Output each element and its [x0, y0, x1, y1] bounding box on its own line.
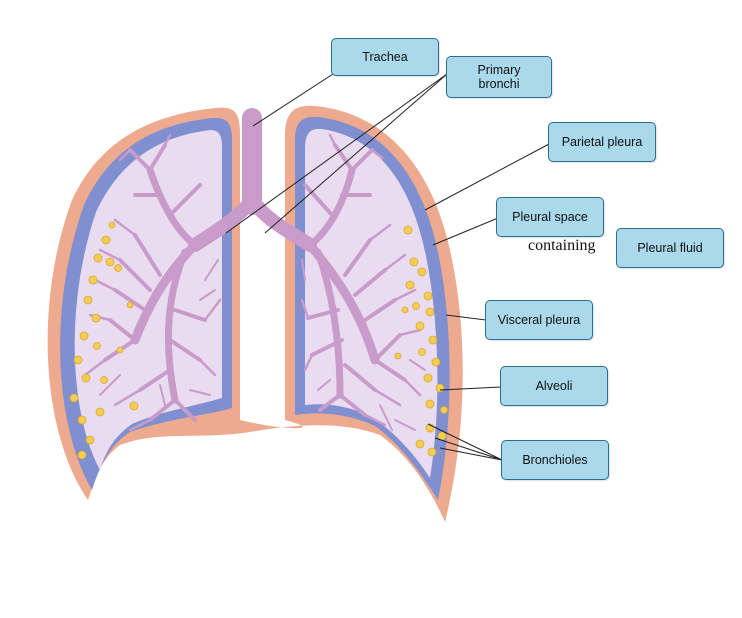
bronchioles-leader-1 — [427, 423, 503, 461]
label-pleural-space: Pleural space — [496, 197, 604, 237]
label-alveoli: Alveoli — [500, 366, 608, 406]
label-primary-bronchi: Primary bronchi — [446, 56, 552, 98]
label-trachea: Trachea — [331, 38, 439, 76]
bronchioles-leader-3 — [439, 447, 503, 461]
label-pleural-fluid: Pleural fluid — [616, 228, 724, 268]
visceral-pleura-leader — [445, 314, 487, 321]
bronchioles-leader-2 — [434, 437, 503, 461]
left-lung-tissue — [74, 130, 223, 470]
parietal-pleura-leader — [424, 143, 550, 211]
alveoli-clusters — [69, 221, 448, 460]
alveoli-leader — [439, 386, 502, 391]
pleural-space-leader — [432, 217, 499, 246]
bronchial-tree — [83, 108, 426, 432]
right-primary-bronchus — [249, 198, 317, 252]
text-containing: containing — [528, 237, 596, 254]
trachea-leader — [252, 73, 334, 127]
primary-bronchi-leader-left — [225, 73, 448, 234]
label-visceral-pleura: Visceral pleura — [485, 300, 593, 340]
left-primary-bronchus — [188, 198, 255, 252]
label-bronchioles: Bronchioles — [501, 440, 609, 480]
leader-lines — [225, 73, 550, 461]
primary-bronchi-leader-right — [264, 73, 448, 234]
label-parietal-pleura: Parietal pleura — [548, 122, 656, 162]
